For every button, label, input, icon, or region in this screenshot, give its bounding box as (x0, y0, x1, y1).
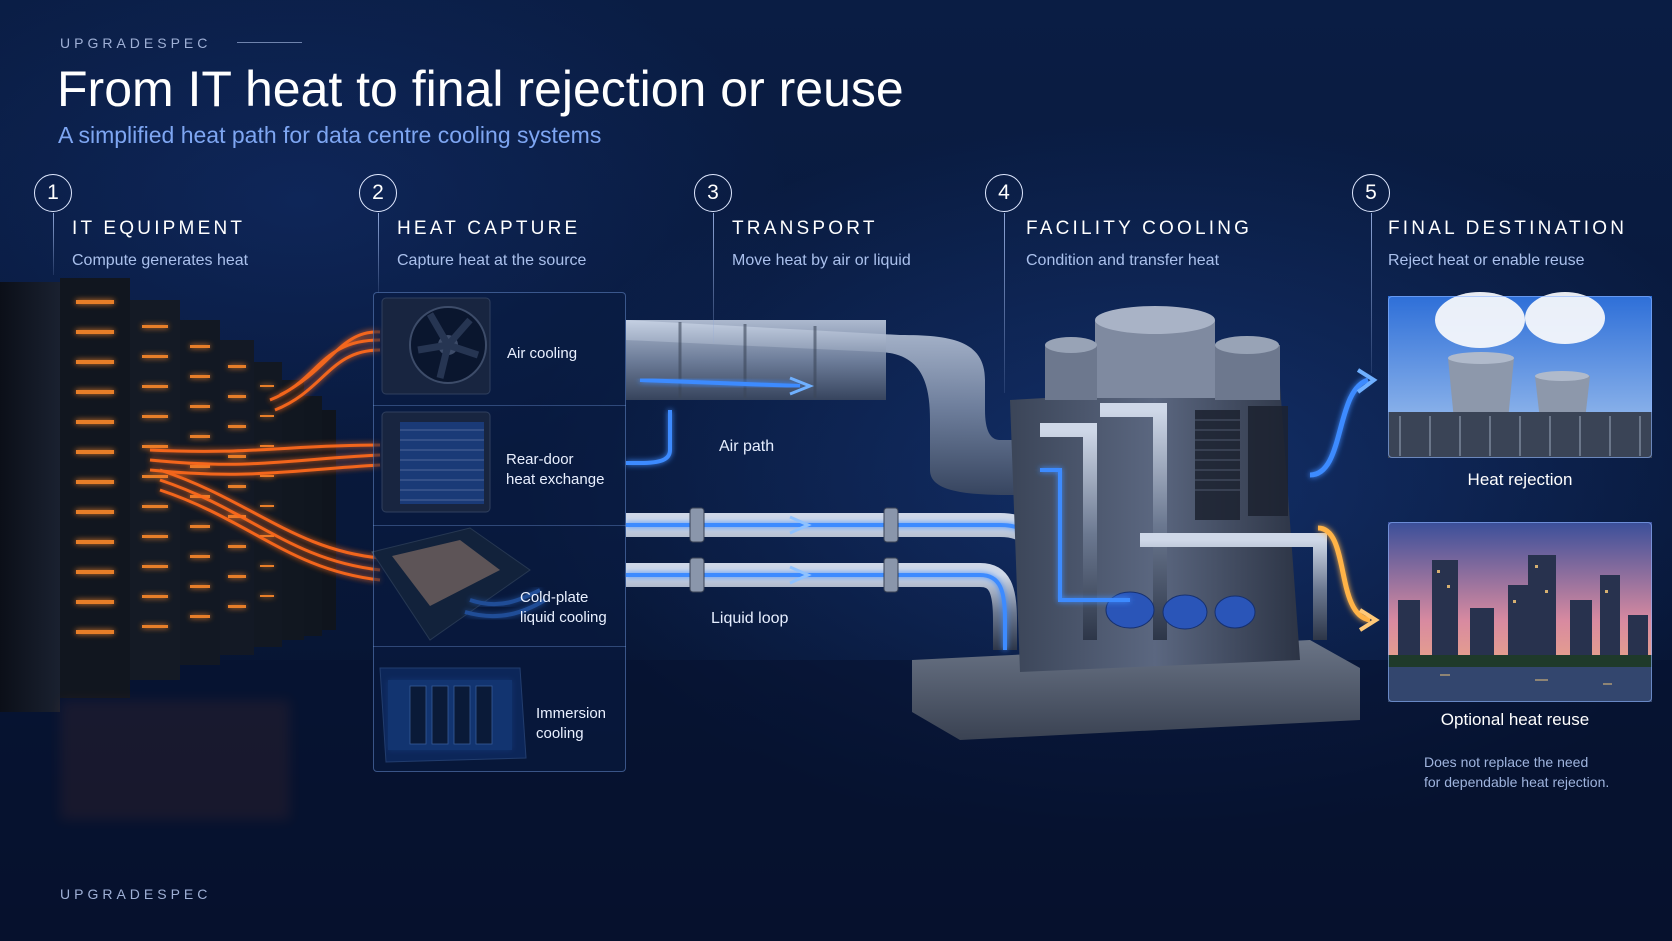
brand-rule (237, 42, 302, 43)
capture-method-immersion-line2: cooling (536, 725, 584, 742)
reuse-note-line1: Does not replace the need (1424, 754, 1589, 770)
step-5-title: FINAL DESTINATION (1388, 218, 1628, 239)
reuse-note-line2: for dependable heat rejection. (1424, 774, 1610, 790)
heat-flow-lines (149, 330, 381, 582)
capture-method-air-line1: Air cooling (507, 345, 578, 362)
air-path-label: Air path (719, 438, 775, 455)
capture-method-immersion: Immersion cooling (536, 704, 656, 744)
step-3-title: TRANSPORT (732, 218, 878, 239)
page-title: From IT heat to final rejection or reuse (57, 61, 904, 117)
heat-reuse-label: Optional heat reuse (1440, 710, 1590, 729)
capture-method-cold-plate: Cold-plate liquid cooling (520, 588, 640, 628)
step-1-line (53, 213, 54, 275)
step-3-desc: Move heat by air or liquid (732, 252, 911, 269)
heat-rejection-image (1388, 292, 1652, 458)
step-4-number: 4 (985, 174, 1023, 212)
heat-reuse-image (1388, 522, 1652, 702)
capture-divider (373, 525, 626, 526)
step-3-number: 3 (694, 174, 732, 212)
step-3-line (713, 213, 714, 343)
capture-method-rear-door-line1: Rear-door (506, 451, 574, 468)
heat-reuse-frame (1388, 522, 1652, 702)
step-1-number: 1 (34, 174, 72, 212)
step-5-line (1371, 213, 1372, 373)
capture-divider (373, 405, 626, 406)
rejection-arrow (1309, 368, 1378, 478)
server-racks (0, 278, 336, 820)
capture-method-air: Air cooling (507, 344, 627, 364)
reuse-arrow (1317, 525, 1380, 632)
heat-rejection-frame (1388, 296, 1652, 458)
cooling-plant (912, 306, 1360, 740)
step-5-desc: Reject heat or enable reuse (1388, 252, 1585, 269)
reuse-note: Does not replace the need for dependable… (1402, 752, 1672, 792)
liquid-loop-label: Liquid loop (711, 610, 789, 627)
heat-rejection-label: Heat rejection (1467, 470, 1573, 489)
step-2-line (378, 213, 379, 293)
capture-method-rear-door: Rear-door heat exchange (506, 450, 626, 490)
capture-divider (373, 646, 626, 647)
step-4-line (1004, 213, 1005, 393)
page-subtitle: A simplified heat path for data centre c… (58, 122, 602, 148)
step-2-number: 2 (359, 174, 397, 212)
brand-bottom: UPGRADESPEC (60, 886, 212, 902)
step-4-title: FACILITY COOLING (1026, 218, 1253, 239)
step-1-title: IT EQUIPMENT (72, 218, 246, 239)
brand-top: UPGRADESPEC (60, 35, 212, 51)
capture-method-immersion-line1: Immersion (536, 705, 607, 722)
capture-method-cold-plate-line2: liquid cooling (520, 609, 607, 626)
step-1-desc: Compute generates heat (72, 252, 249, 269)
step-2-desc: Capture heat at the source (397, 252, 587, 269)
step-5-number: 5 (1352, 174, 1390, 212)
capture-method-rear-door-line2: heat exchange (506, 471, 605, 488)
step-4-desc: Condition and transfer heat (1026, 252, 1220, 269)
capture-method-cold-plate-line1: Cold-plate (520, 589, 589, 606)
air-duct (626, 320, 1060, 495)
liquid-pipes (626, 507, 1052, 650)
step-2-title: HEAT CAPTURE (397, 218, 581, 239)
heat-capture-panel (373, 292, 626, 772)
